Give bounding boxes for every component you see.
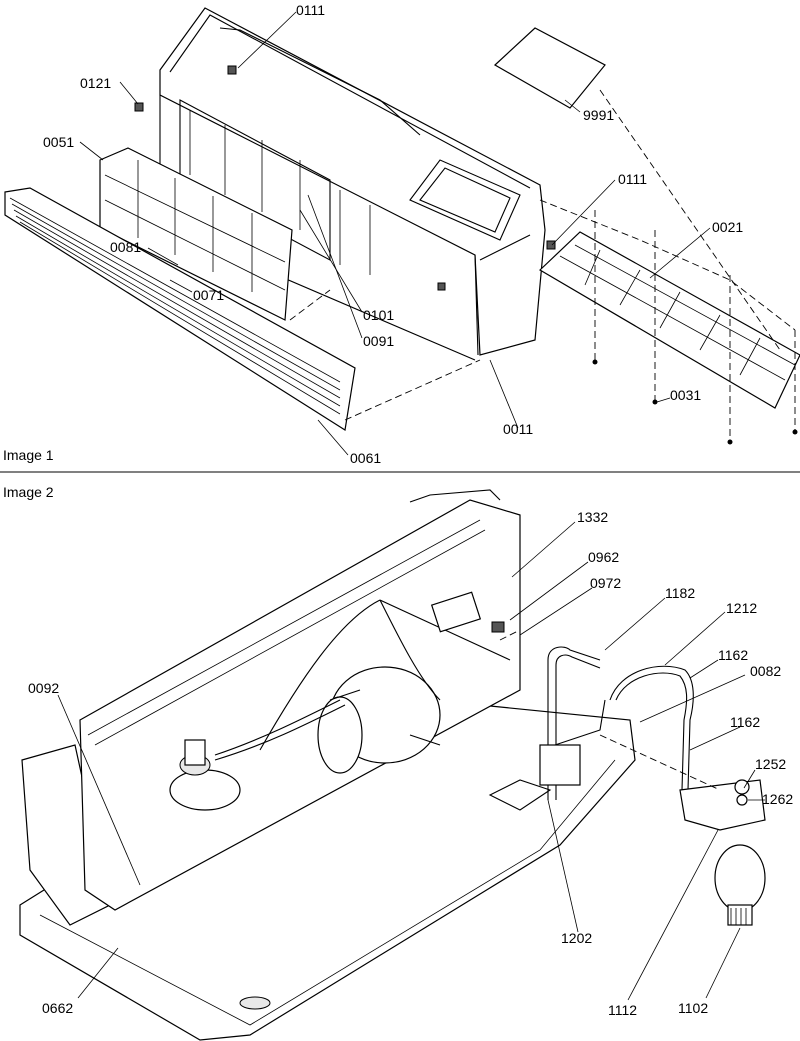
label-9991: 9991 [583, 107, 614, 123]
filter-drawing [99, 147, 293, 321]
label-0091: 0091 [363, 333, 394, 349]
label-1162-top: 1162 [718, 647, 748, 663]
label-1202: 1202 [561, 930, 592, 946]
label-0082: 0082 [750, 663, 781, 679]
label-0121: 0121 [80, 75, 111, 91]
top-cover-drawing [493, 27, 606, 109]
front-grille-drawing [4, 187, 356, 431]
label-1112: 1112 [608, 1002, 637, 1018]
image1-caption: Image 1 [3, 447, 54, 463]
image1-leader-lines [79, 11, 711, 456]
connector-0972-drawing [491, 621, 505, 633]
image2-caption: Image 2 [3, 484, 54, 500]
image2-leader-lines [57, 521, 765, 1001]
label-0031: 0031 [670, 387, 701, 403]
fan-motor-drawing [317, 666, 441, 774]
label-1252: 1252 [755, 756, 786, 772]
base-pan-drawing [19, 699, 636, 1041]
blower-drawing [169, 699, 346, 811]
label-0071: 0071 [193, 287, 224, 303]
image1-diagram: 0111 0121 9991 0051 0111 0021 0081 0071 … [3, 2, 800, 466]
label-0021: 0021 [712, 219, 743, 235]
tubing-drawing [539, 646, 694, 800]
label-1332: 1332 [577, 509, 608, 525]
label-0962: 0962 [588, 549, 619, 565]
rear-grille-drawing [539, 231, 800, 409]
label-0101: 0101 [363, 307, 394, 323]
label-1212: 1212 [726, 600, 757, 616]
label-0061: 0061 [350, 450, 381, 466]
label-0662: 0662 [42, 1000, 73, 1016]
label-0111-top: 0111 [296, 2, 325, 18]
control-box-drawing [430, 591, 482, 633]
label-0111-right: 0111 [618, 171, 647, 187]
compressor-drawing [679, 779, 766, 926]
label-1182: 1182 [665, 585, 695, 601]
image2-diagram: Image 2 [3, 484, 793, 1041]
label-0081: 0081 [110, 239, 141, 255]
label-0092: 0092 [28, 680, 59, 696]
label-1162-bottom: 1162 [730, 714, 760, 730]
label-0011: 0011 [503, 421, 533, 437]
label-1102: 1102 [678, 1000, 708, 1016]
label-0051: 0051 [43, 134, 74, 150]
label-0972: 0972 [590, 575, 621, 591]
label-1262: 1262 [762, 791, 793, 807]
